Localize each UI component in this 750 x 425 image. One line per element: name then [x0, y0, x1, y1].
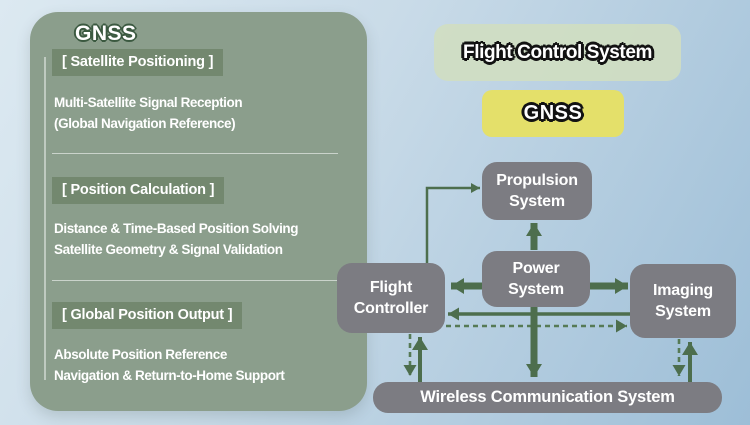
panel-title: GNSS: [75, 22, 137, 45]
node-propulsion-system: Propulsion System: [482, 162, 592, 220]
section-header-global-position-output: [ Global Position Output ]: [52, 302, 243, 329]
body-line: Distance & Time-Based Position Solving: [54, 221, 299, 236]
diagram-title-box: Flight Control System: [434, 24, 681, 81]
section-divider: [52, 280, 338, 281]
node-label: Propulsion: [496, 172, 578, 189]
node-label: Power: [512, 260, 560, 277]
body-line: Navigation & Return-to-Home Support: [54, 368, 285, 383]
node-imaging-system: Imaging System: [630, 264, 736, 338]
body-line: Multi-Satellite Signal Reception: [54, 95, 243, 110]
node-label: Imaging: [653, 282, 713, 299]
body-line: Absolute Position Reference: [54, 347, 227, 362]
node-wireless-communication-system: Wireless Communication System: [373, 382, 722, 413]
body-line: Satellite Geometry & Signal Validation: [54, 242, 283, 257]
node-label: Flight: [369, 279, 413, 296]
body-line: (Global Navigation Reference): [54, 116, 236, 131]
gnss-info-panel: GNSS [ Satellite Positioning ] Multi-Sat…: [30, 12, 367, 411]
node-power-system: Power System: [482, 251, 590, 307]
node-label: System: [655, 303, 711, 320]
node-flight-controller: Flight Controller: [337, 263, 445, 333]
node-label: Wireless Communication System: [420, 388, 675, 406]
node-label: System: [508, 281, 564, 298]
badge-label: GNSS: [523, 102, 583, 124]
section-header-position-calculation: [ Position Calculation ]: [52, 177, 225, 204]
panel-accent-line: [44, 57, 46, 380]
section-divider: [52, 153, 338, 154]
section-body-satellite-positioning: Multi-Satellite Signal Reception (Global…: [54, 92, 354, 134]
section-body-position-calculation: Distance & Time-Based Position Solving S…: [54, 218, 354, 260]
gnss-highlight-badge: GNSS: [482, 90, 624, 137]
section-body-global-position-output: Absolute Position Reference Navigation &…: [54, 344, 354, 386]
node-label: System: [509, 193, 565, 210]
section-header-satellite-positioning: [ Satellite Positioning ]: [52, 49, 224, 76]
arrow-flightcontroller-to-propulsion: [425, 183, 480, 263]
diagram-title: Flight Control System: [463, 41, 652, 63]
node-label: Controller: [353, 300, 429, 317]
